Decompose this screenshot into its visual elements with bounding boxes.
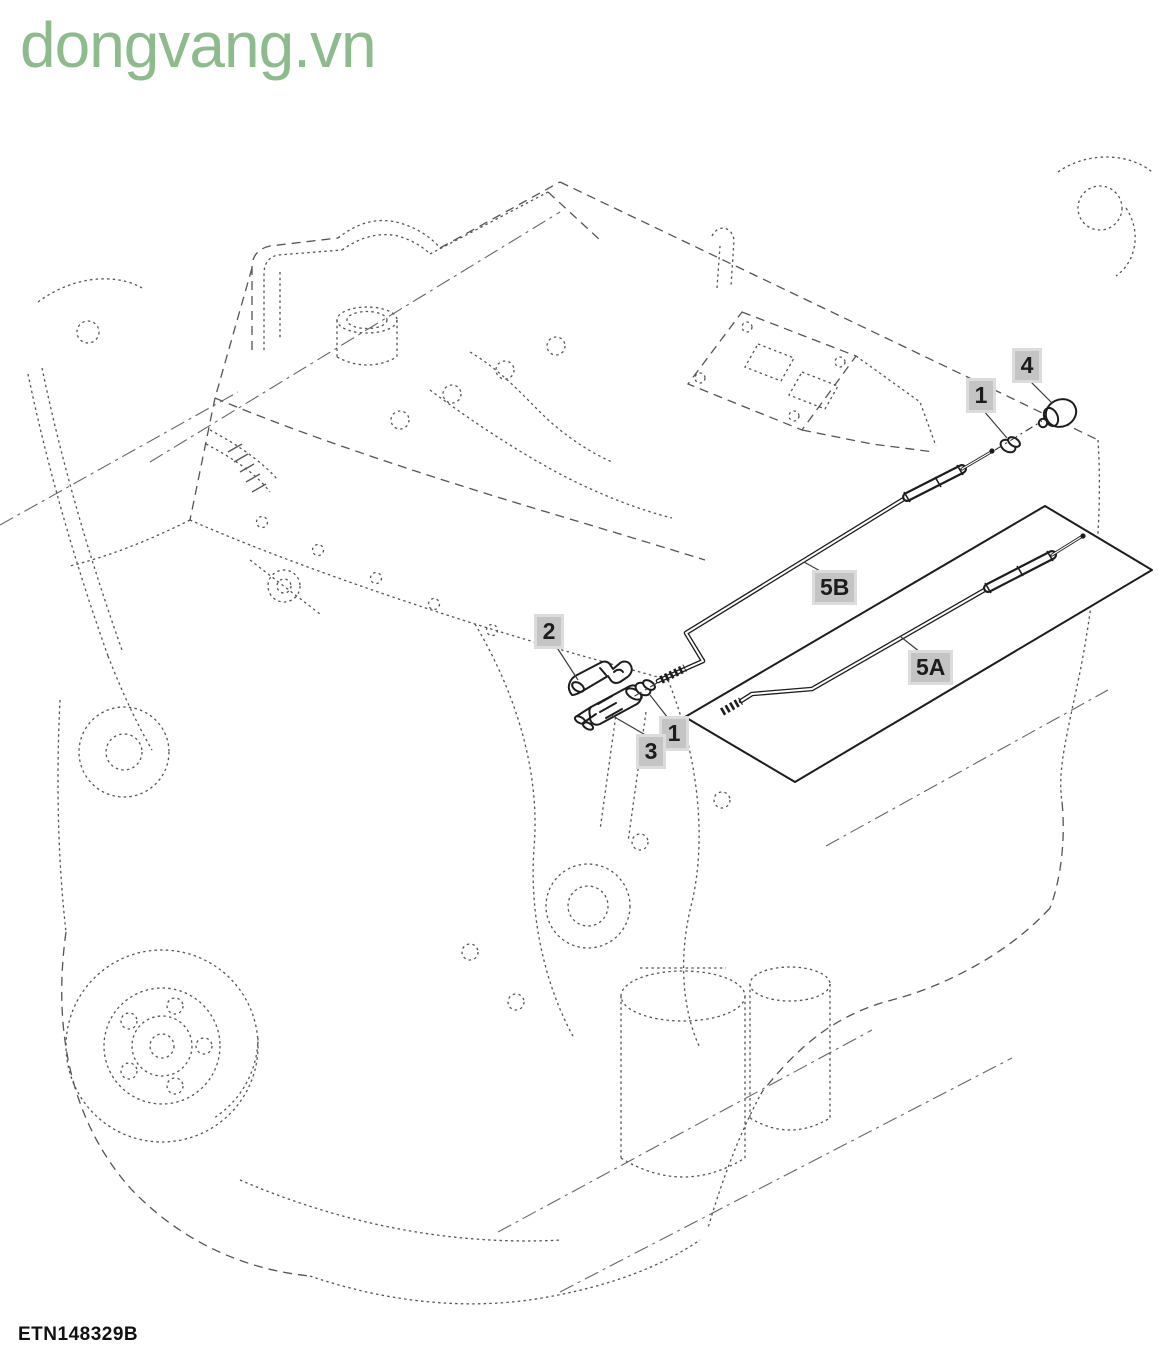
nut-part-1-mid-drawing: [634, 679, 656, 697]
watermark-text: dongvang.vn: [20, 9, 377, 81]
part-callout-3: 3: [636, 734, 666, 769]
nut-part-1-top-drawing: [999, 436, 1021, 454]
centerlines: [497, 689, 1109, 1293]
manifold-drawing: [686, 227, 937, 453]
dipstick-tube-5a-drawing: [719, 533, 1086, 716]
engine-sketch: [0, 156, 1153, 1305]
part-callout-5B: 5B: [812, 570, 858, 605]
figure-code: ETN148329B: [18, 1324, 139, 1345]
clamp-lower-part-3-drawing: [573, 684, 643, 731]
part-callout-2: 2: [534, 614, 564, 649]
parts-panel: [684, 505, 1153, 783]
cap-part-4-drawing: [1037, 398, 1078, 429]
assembly-axis-mid: [632, 682, 658, 698]
part-callout-1-top: 1: [966, 378, 996, 413]
crank-pulley-drawing: [65, 949, 259, 1143]
part-callout-5A: 5A: [908, 650, 954, 685]
belt-drawing: [27, 278, 321, 933]
dipstick-tube-5b-drawing: [655, 448, 995, 684]
filters-drawing: [620, 966, 831, 1178]
part-callout-4: 4: [1012, 348, 1042, 383]
clamp-upper-part-2-drawing: [567, 660, 633, 696]
